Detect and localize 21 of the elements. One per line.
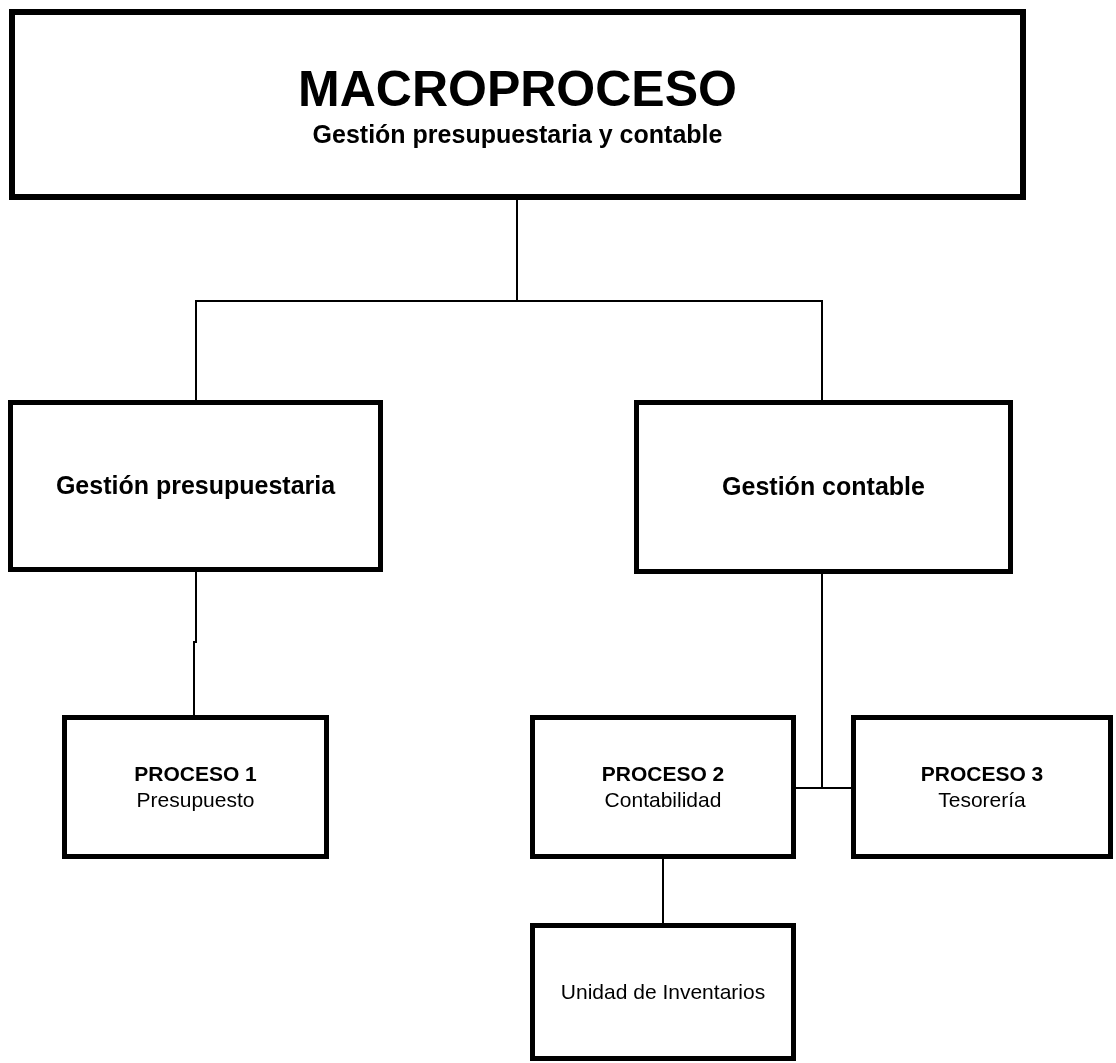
connector-line	[662, 858, 664, 924]
box-subtitle: Contabilidad	[604, 787, 722, 813]
process-box	[634, 400, 1013, 574]
box-title: Gestión contable	[721, 471, 926, 503]
box-title: PROCESO 1	[134, 760, 257, 787]
box-subtitle: Presupuesto	[136, 787, 255, 813]
subtitle-text: Gestión presupuestaria y contable	[312, 118, 723, 150]
process-box	[530, 715, 796, 859]
box-title: PROCESO 3	[920, 760, 1044, 787]
box-subtitle: Tesorería	[938, 787, 1026, 813]
heading-text: MACROPROCESO	[298, 59, 737, 119]
process-box	[62, 715, 329, 859]
connector-line	[821, 573, 852, 789]
box-title: Gestión presupuestaria	[54, 470, 337, 502]
connector-line	[193, 571, 197, 716]
process-box	[8, 400, 383, 572]
box-title: PROCESO 2	[601, 760, 725, 787]
process-box	[530, 923, 796, 1061]
box-title: Unidad de Inventarios	[560, 978, 766, 1005]
process-box	[9, 9, 1026, 200]
process-box	[851, 715, 1113, 859]
